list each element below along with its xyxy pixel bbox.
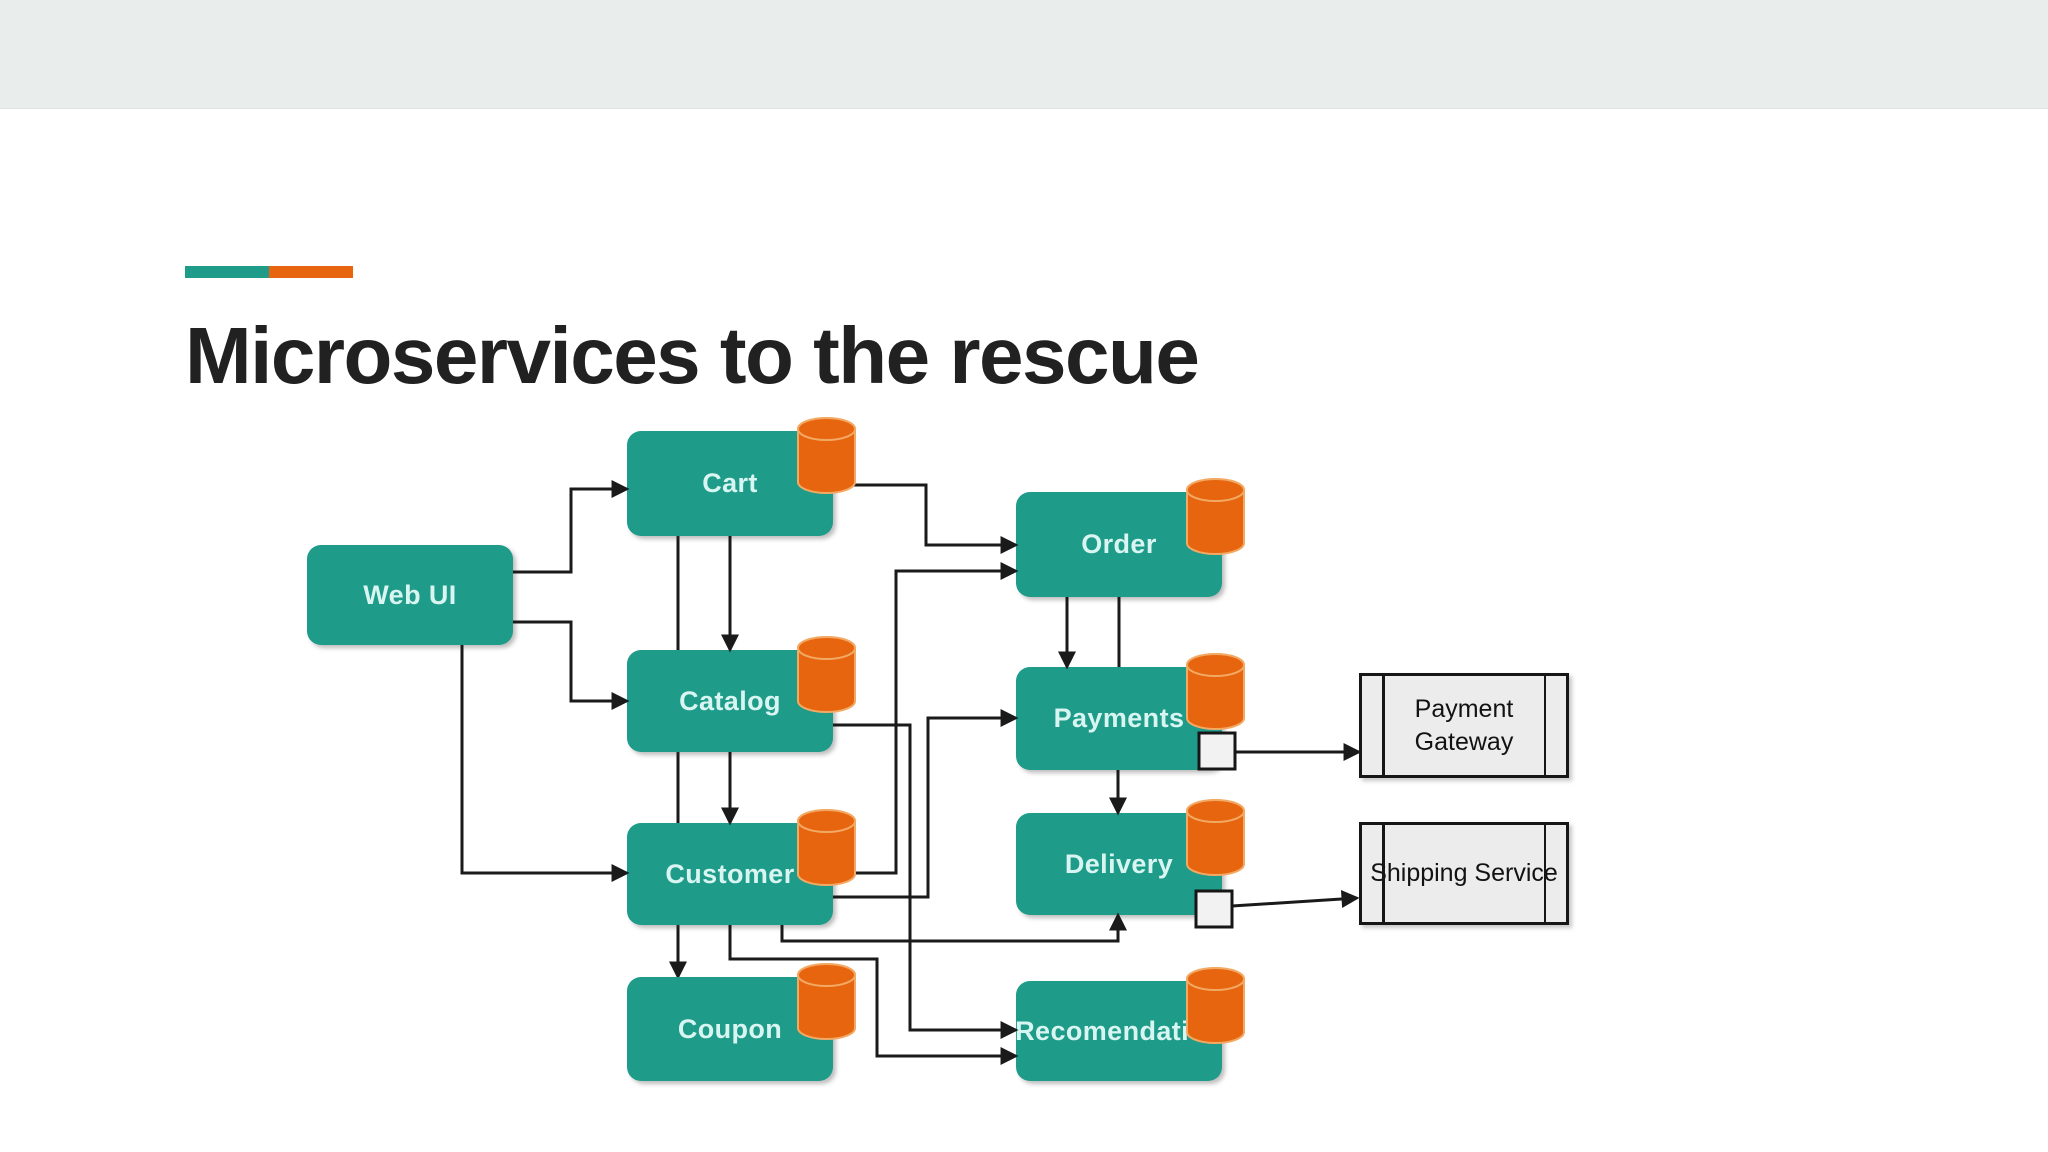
- component-bar-right: [1543, 825, 1546, 922]
- service-label-webui: Web UI: [363, 579, 457, 610]
- accent-teal-segment: [185, 266, 269, 278]
- service-box-customer: Customer: [627, 823, 833, 925]
- component-bar-left: [1382, 825, 1385, 922]
- external-system-box-shipping-service: Shipping Service: [1359, 822, 1569, 925]
- service-box-order: Order: [1016, 492, 1222, 597]
- service-label-cart: Cart: [702, 468, 758, 498]
- service-box-recommendation: Recomendation: [1015, 981, 1223, 1081]
- service-label-catalog: Catalog: [679, 685, 781, 716]
- service-label-coupon: Coupon: [677, 1013, 783, 1044]
- service-label-recommendation: Recomendation: [1015, 1015, 1223, 1046]
- top-band: [0, 0, 2048, 109]
- service-box-coupon: Coupon: [627, 977, 833, 1081]
- external-system-label-shipping-service: Shipping Service: [1370, 859, 1558, 888]
- service-label-customer: Customer: [665, 858, 795, 889]
- slide-title: Microservices to the rescue: [185, 311, 1200, 400]
- service-box-cart: Cart: [627, 431, 833, 536]
- accent-orange-segment: [269, 266, 353, 278]
- service-box-catalog: Catalog: [627, 650, 833, 752]
- title-accent-bar: [185, 266, 353, 278]
- external-system-label-payment-gateway: Payment: [1414, 695, 1514, 723]
- component-bar-right: [1543, 676, 1546, 775]
- service-box-payments: Payments: [1016, 667, 1222, 770]
- service-box-delivery: Delivery: [1016, 813, 1222, 915]
- external-system-label-payment-gateway: Gateway: [1414, 727, 1514, 756]
- service-box-webui: Web UI: [307, 545, 513, 645]
- service-label-order: Order: [1081, 529, 1157, 559]
- service-label-delivery: Delivery: [1064, 848, 1174, 879]
- component-bar-left: [1382, 676, 1385, 775]
- service-label-payments: Payments: [1053, 703, 1185, 733]
